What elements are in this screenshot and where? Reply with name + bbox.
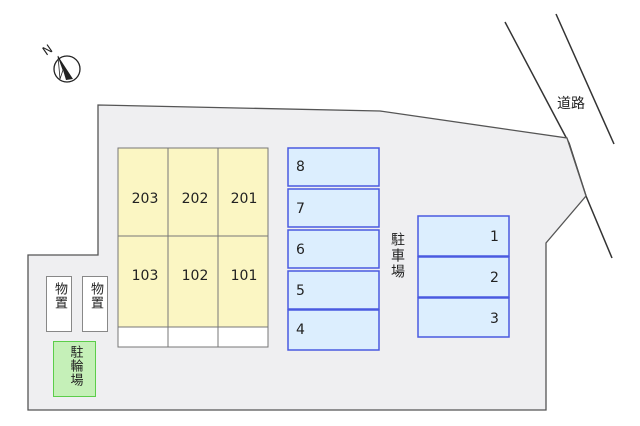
- compass-icon: [53, 55, 81, 83]
- road-edge-left: [504, 21, 570, 144]
- road-edge-right-lower: [585, 195, 613, 259]
- parking-left-column: [287, 147, 380, 351]
- parking-slot-8: 8: [296, 159, 305, 175]
- parking-slot-6: 6: [296, 242, 305, 258]
- parking-right-column: [417, 215, 510, 338]
- unit-102: 102: [181, 268, 209, 284]
- unit-101: 101: [230, 268, 258, 284]
- building: [117, 147, 269, 348]
- unit-201: 201: [230, 191, 258, 207]
- parking-slot-1: 1: [490, 229, 499, 245]
- storage-shed-label: 物置: [88, 282, 103, 310]
- parking-slot-4: 4: [296, 322, 305, 338]
- unit-202: 202: [181, 191, 209, 207]
- storage-shed-label: 物置: [52, 282, 67, 310]
- bicycle-parking-label: 駐輪場: [67, 345, 83, 387]
- bicycle-parking: 駐輪場: [53, 341, 96, 397]
- parking-slot-5: 5: [296, 283, 305, 299]
- road-label: 道路: [557, 96, 585, 112]
- unit-103: 103: [131, 268, 159, 284]
- parking-slot-7: 7: [296, 201, 305, 217]
- parking-slot-2: 2: [490, 270, 499, 286]
- unit-203: 203: [131, 191, 159, 207]
- road-edge-right: [555, 13, 615, 145]
- storage-shed-1: 物置: [46, 276, 72, 332]
- storage-shed-2: 物置: [82, 276, 108, 332]
- parking-slot-3: 3: [490, 311, 499, 327]
- parking-label: 駐車場: [389, 232, 405, 280]
